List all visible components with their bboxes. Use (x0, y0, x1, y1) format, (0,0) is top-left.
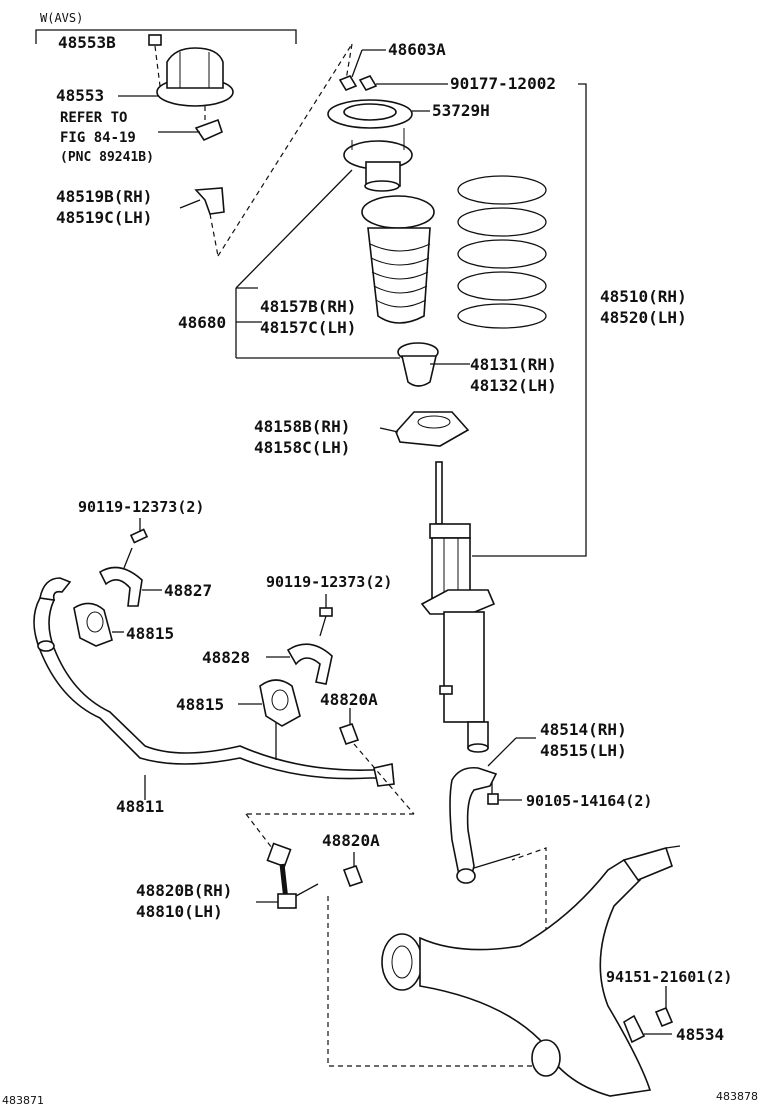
label-48158C: 48158C(LH) (254, 438, 350, 457)
label-48510: 48510(RH) (600, 287, 687, 306)
part-48828-bracket[interactable] (266, 643, 333, 685)
part-53729H-upper-seat[interactable] (327, 99, 430, 129)
label-48553B: 48553B (58, 33, 116, 52)
label-90105: 90105-14164(2) (526, 792, 652, 810)
footer-code-left: 483871 (2, 1094, 44, 1107)
label-48519C: 48519C(LH) (56, 208, 152, 227)
part-48519-bracket[interactable] (194, 43, 353, 257)
part-48815-bushing-right[interactable] (238, 679, 301, 760)
label-48515: 48515(LH) (540, 741, 627, 760)
label-90177: 90177-12002 (450, 74, 556, 93)
part-strut-mount[interactable] (343, 128, 413, 192)
label-48680: 48680 (178, 313, 226, 332)
label-refer-to: REFER TO (60, 110, 127, 126)
part-48820A-nut-upper[interactable] (245, 708, 415, 849)
label-90119-right: 90119-12373(2) (266, 573, 392, 591)
label-48157B: 48157B(RH) (260, 297, 356, 316)
part-connector-clip[interactable] (158, 106, 223, 142)
part-48603A-nut[interactable] (338, 49, 386, 91)
part-48811-stabilizer-bar[interactable] (33, 577, 395, 800)
part-48157-dust-boot[interactable] (361, 195, 435, 324)
label-48514: 48514(RH) (540, 720, 627, 739)
part-48131-coil-spring[interactable] (457, 175, 547, 329)
part-90119-bolt-right[interactable] (319, 594, 333, 637)
label-48519B: 48519B(RH) (56, 187, 152, 206)
label-refer-pnc: (PNC 89241B) (60, 150, 154, 165)
label-48815-right: 48815 (176, 695, 224, 714)
part-48820A-nut-lower[interactable] (342, 852, 364, 888)
part-48534-washer[interactable] (623, 1014, 672, 1044)
label-48810: 48810(LH) (136, 902, 223, 921)
label-48603A: 48603A (388, 40, 446, 59)
label-90119-left: 90119-12373(2) (78, 498, 204, 516)
label-48820A-upper: 48820A (320, 690, 378, 709)
part-48820B-stabilizer-link[interactable] (256, 842, 319, 909)
label-48520: 48520(LH) (600, 308, 687, 327)
label-w-avs: W(AVS) (40, 11, 83, 25)
label-48827: 48827 (164, 581, 212, 600)
label-refer-fig: FIG 84-19 (60, 130, 136, 146)
part-90177-nut[interactable] (358, 75, 448, 91)
label-48131: 48131(RH) (470, 355, 557, 374)
label-48132: 48132(LH) (470, 376, 557, 395)
label-48553: 48553 (56, 86, 104, 105)
part-90119-bolt-left[interactable] (123, 518, 149, 569)
leader-lines (118, 95, 470, 433)
label-48534: 48534 (676, 1025, 724, 1044)
label-94151: 94151-21601(2) (606, 968, 732, 986)
label-48820A-lower: 48820A (322, 831, 380, 850)
part-90105-bolt[interactable] (487, 782, 522, 805)
part-shock-absorber[interactable] (420, 461, 496, 753)
label-48157C: 48157C(LH) (260, 318, 356, 337)
bracket-48510 (472, 83, 587, 557)
label-48815-left: 48815 (126, 624, 174, 643)
part-lower-control-arm[interactable] (381, 845, 681, 1097)
bracket-48680 (235, 169, 400, 359)
part-48827-bracket[interactable] (98, 566, 162, 607)
footer-code-right: 483878 (716, 1090, 758, 1103)
avs-bracket (35, 29, 297, 44)
label-48828: 48828 (202, 648, 250, 667)
part-48158-lower-insulator[interactable] (395, 411, 470, 447)
label-48158B: 48158B(RH) (254, 417, 350, 436)
part-94151-nut[interactable] (654, 986, 674, 1028)
part-48815-bushing-left[interactable] (73, 602, 124, 647)
label-48811: 48811 (116, 797, 164, 816)
label-53729H: 53729H (432, 101, 490, 120)
part-48553-mount-cap[interactable] (148, 34, 234, 107)
label-48820B: 48820B(RH) (136, 881, 232, 900)
part-48514-knuckle-arm[interactable] (449, 737, 536, 884)
part-bound-stopper[interactable] (397, 342, 439, 387)
